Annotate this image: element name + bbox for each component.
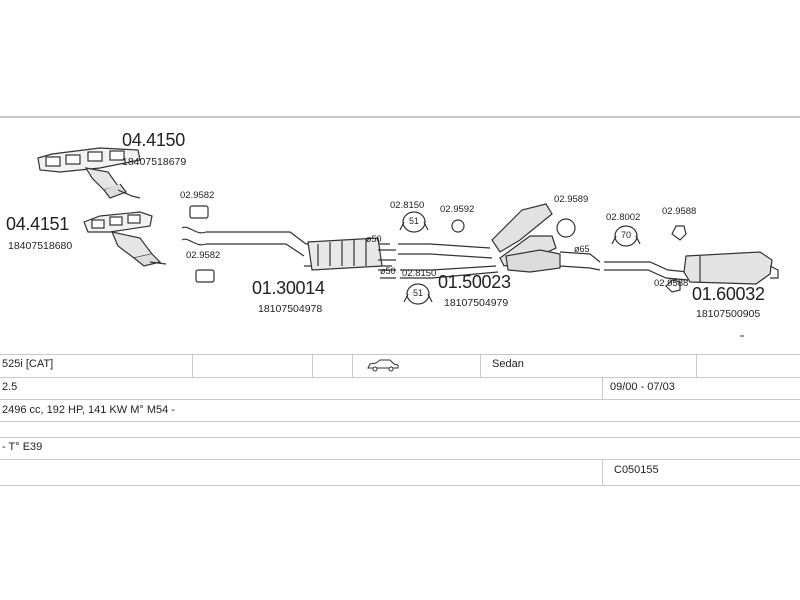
rear-silencer-code: 01.60032 — [692, 284, 765, 304]
column-divider — [312, 354, 313, 377]
clamp-50-bottom-code: 02.8150 — [402, 268, 437, 279]
table-line — [0, 354, 800, 355]
column-divider — [480, 354, 481, 377]
manifold-1-oem: 18407518679 — [122, 156, 187, 168]
hanger-9588-bottom-code: 02.9588 — [654, 278, 689, 289]
clamp-size-51-top: 51 — [409, 216, 420, 226]
table-line — [0, 437, 800, 438]
middle-silencer-code: 01.50023 — [438, 272, 511, 292]
table-line — [0, 399, 800, 400]
catalog-code: C050155 — [614, 464, 659, 476]
diameter-65: ø65 — [574, 244, 590, 254]
table-line — [0, 377, 800, 378]
diameter-50-top: ø50 — [366, 234, 382, 244]
vehicle-model: 525i [CAT] — [2, 358, 54, 370]
hanger-9588-top-code: 02.9588 — [662, 206, 697, 217]
hanger-9589-drawing — [556, 218, 576, 238]
vehicle-type: - T° E39 — [2, 441, 43, 453]
engine-size: 2.5 — [2, 381, 18, 393]
hanger-9589-code: 02.9589 — [554, 194, 589, 205]
gasket-bottom-code: 02.9582 — [186, 250, 221, 261]
front-pipe-code: 01.30014 — [252, 278, 325, 298]
hanger-9588-bottom-drawing — [665, 279, 681, 293]
manifold-1-code: 04.4150 — [122, 130, 185, 150]
clamp-50-top-code: 02.8150 — [390, 200, 425, 211]
car-icon — [367, 359, 399, 372]
manifold-2-drawing — [83, 211, 167, 267]
column-divider — [602, 377, 603, 399]
gasket-9592-code: 02.9592 — [440, 204, 475, 215]
manifold-2-oem: 18407518680 — [8, 240, 73, 252]
hanger-9588-top-drawing — [671, 225, 687, 241]
middle-silencer-drawing — [398, 203, 601, 279]
gasket-top-code: 02.9582 — [180, 190, 215, 201]
manifold-1-drawing — [37, 147, 141, 199]
column-divider — [192, 354, 193, 377]
column-divider — [602, 459, 603, 485]
engine-spec: 2496 cc, 192 HP, 141 KW M° M54 - — [2, 404, 175, 416]
gasket-bottom-drawing — [195, 269, 215, 283]
table-line — [0, 421, 800, 422]
clamp-51-bottom-drawing — [403, 283, 433, 305]
top-border — [0, 116, 800, 118]
diameter-50-bottom: ø50 — [380, 266, 396, 276]
vehicle-body: Sedan — [492, 358, 524, 370]
clamp-70-drawing — [611, 225, 641, 247]
column-divider — [352, 354, 353, 377]
middle-silencer-oem: 18107504979 — [444, 297, 509, 309]
front-pipe-drawing — [181, 226, 396, 279]
exhaust-diagram — [37, 147, 779, 337]
table-line — [0, 459, 800, 460]
gasket-9592-drawing — [451, 219, 465, 233]
production-years: 09/00 - 07/03 — [610, 381, 675, 393]
rear-silencer-drawing — [604, 251, 779, 285]
manifold-2-code: 04.4151 — [6, 214, 69, 234]
clamp-51-top-drawing — [399, 211, 429, 233]
table-line — [0, 485, 800, 486]
clamp-size-70: 70 — [621, 230, 632, 240]
gasket-top-drawing — [189, 205, 209, 219]
rear-silencer-oem: 18107500905 — [696, 308, 761, 320]
clamp-size-51-bottom: 51 — [413, 288, 424, 298]
front-pipe-oem: 18107504978 — [258, 303, 323, 315]
clamp-8002-code: 02.8002 — [606, 212, 641, 223]
column-divider — [696, 354, 697, 377]
